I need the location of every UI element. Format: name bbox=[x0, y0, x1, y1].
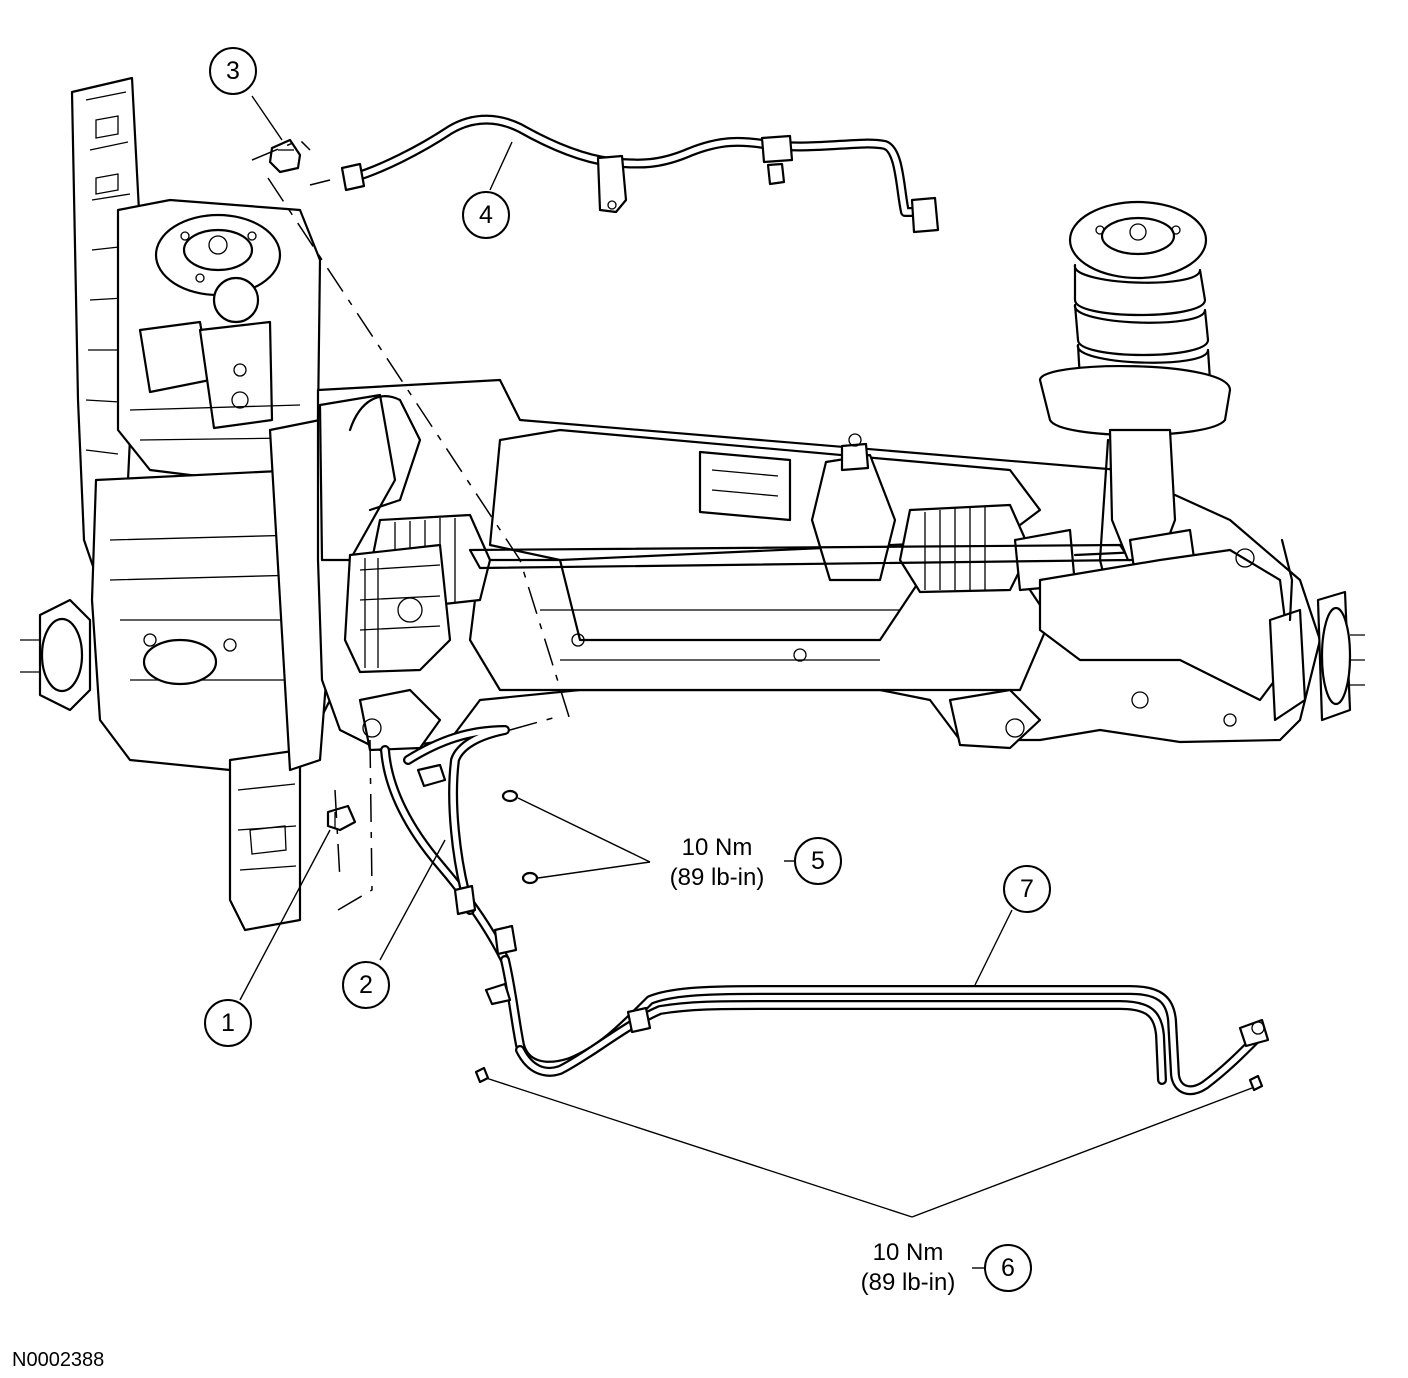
leader-3 bbox=[251, 95, 283, 141]
clip-part-1 bbox=[326, 804, 357, 832]
leader-2 bbox=[379, 839, 446, 961]
leader-5a bbox=[517, 797, 651, 863]
fasteners bbox=[474, 789, 1264, 1092]
steering-gear-assembly bbox=[368, 428, 1142, 612]
nut-5b bbox=[521, 871, 539, 885]
return-line-part-2 bbox=[380, 725, 518, 965]
torque-spec-6: 10 Nm (89 lb-in) bbox=[861, 1239, 956, 1296]
callout-6: 6 bbox=[972, 1244, 1032, 1292]
callout-4: 4 bbox=[462, 191, 510, 239]
callout-5: 5 bbox=[784, 837, 842, 885]
pump-area bbox=[343, 395, 452, 674]
svg-text:6: 6 bbox=[1001, 1254, 1015, 1282]
cooler-line-part-7 bbox=[484, 955, 1270, 1096]
bolt-6b bbox=[1248, 1074, 1264, 1092]
leader-7 bbox=[974, 909, 1013, 986]
installation-path-lines bbox=[251, 139, 571, 911]
clip-part-3 bbox=[268, 138, 302, 174]
torque-5-imperial: (89 lb-in) bbox=[670, 864, 765, 891]
torque-5-metric: 10 Nm bbox=[682, 834, 753, 861]
left-subframe-body bbox=[20, 468, 332, 772]
torque-6-metric: 10 Nm bbox=[873, 1239, 944, 1266]
svg-text:1: 1 bbox=[221, 1009, 235, 1037]
leader-1 bbox=[239, 829, 331, 1001]
nut-5a bbox=[501, 789, 519, 803]
callout-2: 2 bbox=[342, 961, 390, 1009]
bolt-6a bbox=[474, 1066, 490, 1084]
right-lower-arm bbox=[1038, 538, 1365, 722]
svg-text:3: 3 bbox=[226, 57, 240, 85]
svg-text:7: 7 bbox=[1020, 875, 1034, 903]
leader-5b bbox=[537, 861, 651, 879]
leader-4 bbox=[489, 141, 513, 191]
figure-id: N0002388 bbox=[12, 1349, 104, 1371]
torque-6-imperial: (89 lb-in) bbox=[861, 1269, 956, 1296]
left-strut-tower bbox=[116, 198, 322, 482]
svg-text:5: 5 bbox=[811, 847, 825, 875]
pressure-hose-upper bbox=[340, 114, 940, 234]
leader-lines bbox=[239, 95, 1253, 1218]
svg-text:2: 2 bbox=[359, 971, 373, 999]
right-strut-spring bbox=[1038, 200, 1232, 642]
callout-7: 7 bbox=[1003, 865, 1051, 913]
callout-1: 1 bbox=[204, 999, 252, 1047]
callout-3: 3 bbox=[209, 47, 257, 95]
torque-spec-5: 10 Nm (89 lb-in) bbox=[670, 834, 765, 891]
leader-6b bbox=[911, 1087, 1253, 1218]
svg-text:4: 4 bbox=[479, 201, 493, 229]
leader-6a bbox=[485, 1077, 913, 1218]
